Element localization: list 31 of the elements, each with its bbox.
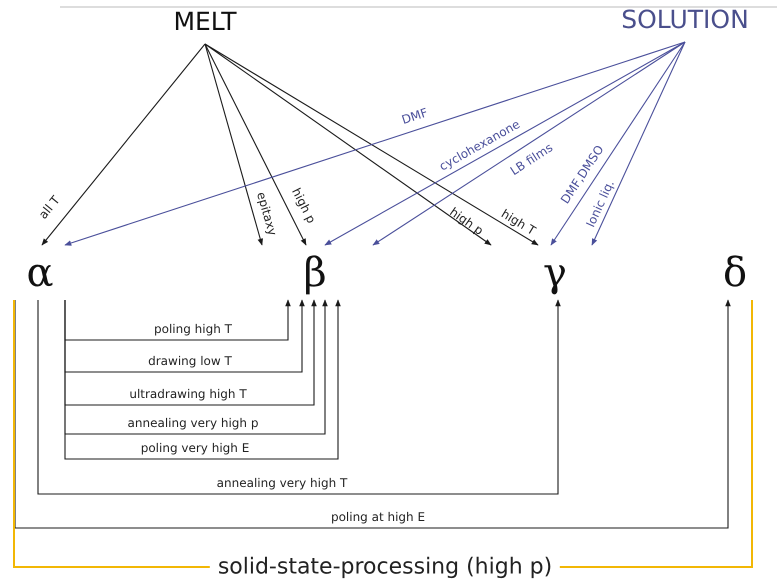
arrow xyxy=(64,299,291,341)
source-label: MELT xyxy=(173,8,237,36)
phase-label: α xyxy=(26,250,54,294)
arrow xyxy=(204,44,263,246)
edge-label: annealing very high T xyxy=(216,477,348,491)
edge-label: annealing very high p xyxy=(128,417,258,431)
edge-label: DMF xyxy=(400,106,430,128)
arrow xyxy=(550,42,686,246)
edge-label: poling very high E xyxy=(140,442,250,456)
phase-label: β xyxy=(303,250,327,294)
phase-label: δ xyxy=(722,250,748,294)
edge-label: solid-state-processing (high p) xyxy=(210,554,560,580)
arrow xyxy=(64,299,341,460)
arrow xyxy=(204,44,306,246)
edge-label: poling at high E xyxy=(330,511,426,525)
arrow xyxy=(37,299,561,495)
edge-label: epitaxy xyxy=(253,190,279,238)
phase-label: γ xyxy=(543,250,567,294)
edge-label: poling high T xyxy=(154,323,232,337)
arrow xyxy=(42,44,206,246)
arrow xyxy=(64,41,686,246)
edge-label: high p xyxy=(288,186,318,226)
arrow xyxy=(64,299,317,406)
source-label: SOLUTION xyxy=(621,6,749,34)
edge-label: all T xyxy=(36,194,64,222)
edge-label: ultradrawing high T xyxy=(129,388,247,402)
edge-label: drawing low T xyxy=(148,355,232,369)
arrow xyxy=(64,299,328,435)
arrow xyxy=(14,299,731,529)
arrow xyxy=(64,299,305,373)
arrow xyxy=(592,42,686,246)
